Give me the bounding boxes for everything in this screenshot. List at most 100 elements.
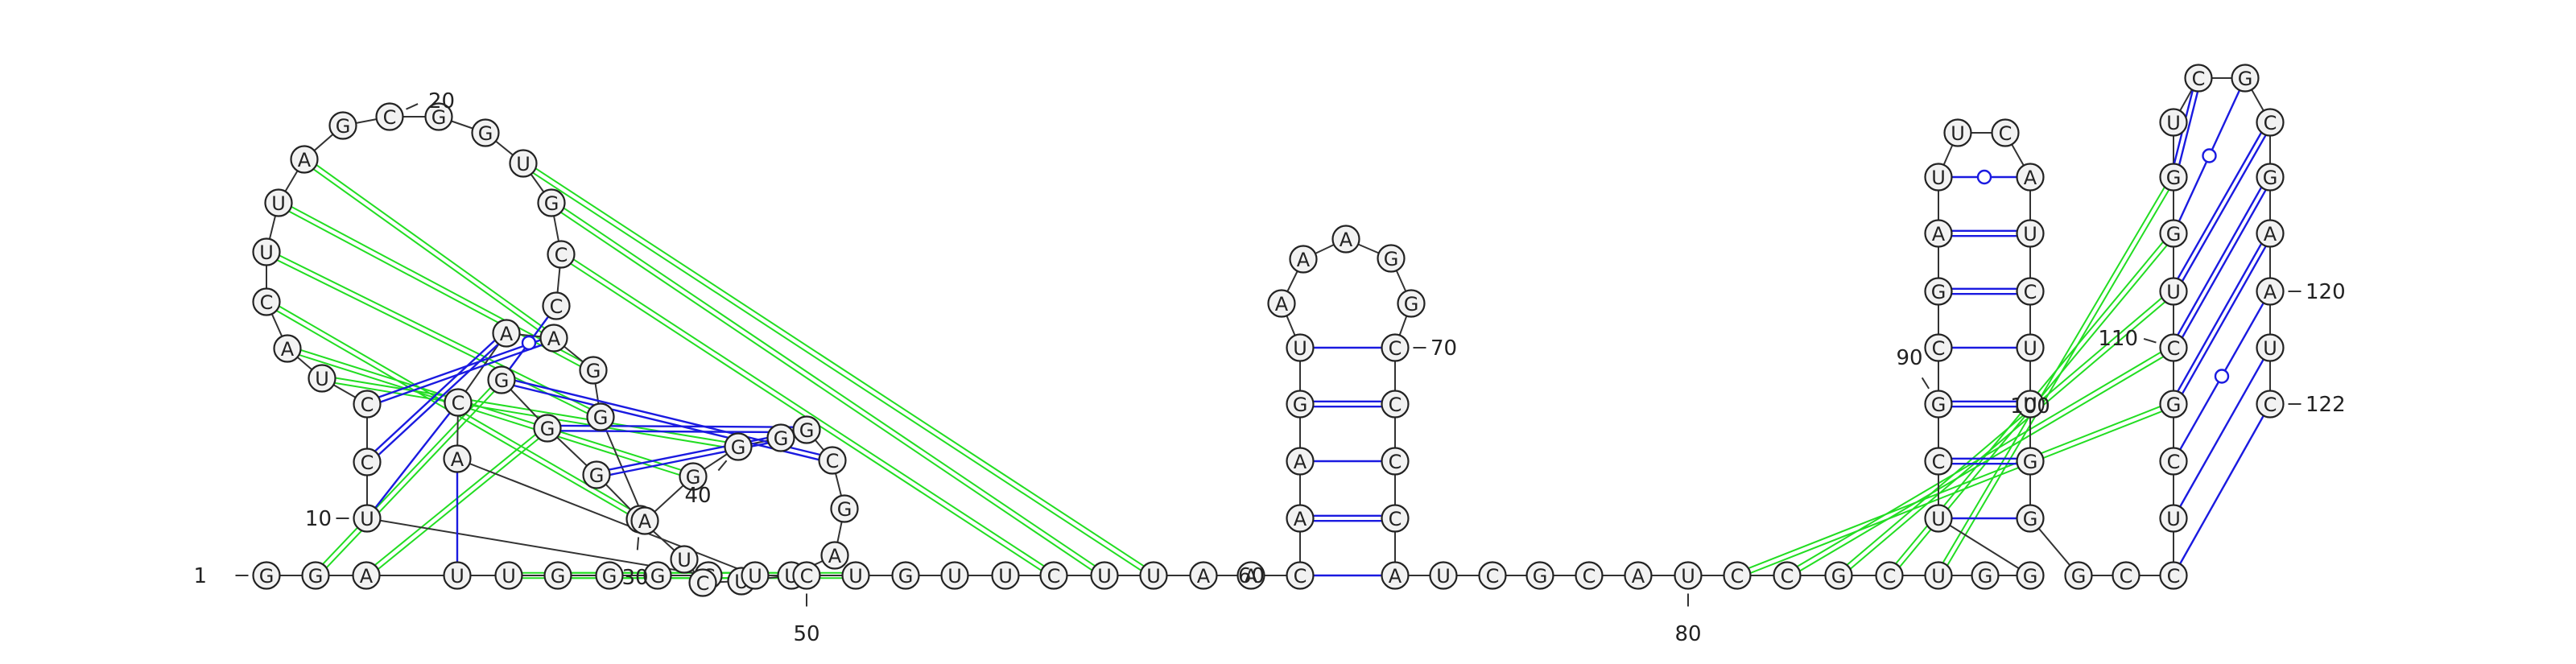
nucleotide: G (2159, 390, 2188, 419)
backbone-bond (600, 416, 646, 522)
nucleotide: C (353, 390, 382, 419)
nucleotide-letter: G (1293, 394, 1308, 416)
nucleotide-letter: C (361, 452, 374, 474)
nucleotide: C (792, 561, 821, 590)
position-label: 40 (684, 484, 711, 508)
gc-pair (560, 430, 794, 434)
nucleotide-letter: G (898, 565, 914, 588)
nucleotide: C (1381, 447, 1410, 476)
nucleotide-letter: U (1681, 565, 1695, 588)
nucleotide-letter: G (1533, 565, 1548, 588)
nucleotide-letter: G (602, 565, 617, 588)
position-label: 110 (2098, 327, 2138, 351)
nucleotide: C (1286, 561, 1315, 590)
nucleotide: U (991, 561, 1020, 590)
nucleotide: G (586, 402, 615, 431)
nucleotide: A (443, 444, 472, 473)
gc-pair (2177, 187, 2263, 336)
gc-pair (2178, 91, 2199, 166)
position-tick (717, 460, 728, 472)
nucleotide: G (724, 432, 753, 461)
position-label: 10 (305, 507, 332, 531)
nucleotide-letter: G (1404, 293, 1419, 316)
nucleotide: U (443, 561, 472, 590)
nucleotide: C (375, 102, 404, 131)
gc-pair (2181, 189, 2267, 338)
pseudoknot-link (1737, 406, 2175, 579)
nucleotide-letter: G (2166, 167, 2182, 189)
nucleotide: G (643, 561, 672, 590)
pseudoknot-link (1736, 401, 2174, 574)
nucleotide: G (891, 561, 920, 590)
nucleotide-letter: U (2023, 394, 2037, 416)
nucleotide: C (2159, 447, 2188, 476)
nucleotide: A (1289, 245, 1318, 274)
position-label: 122 (2306, 393, 2346, 417)
nucleotide: U (841, 561, 870, 590)
nucleotide-letter: G (478, 122, 493, 145)
backbone-bond (1938, 518, 2031, 576)
nucleotide: G (2159, 163, 2188, 192)
nucleotide: C (1924, 447, 1953, 476)
nucleotide-letter: G (650, 565, 666, 588)
nucleotide: C (1381, 333, 1410, 362)
nucleotide-letter: C (800, 565, 814, 588)
nucleotide: G (579, 356, 608, 385)
gc-pair (513, 384, 819, 461)
nucleotide: U (264, 188, 293, 217)
gu-pair-marker (521, 335, 537, 351)
nucleotide-letter: G (540, 418, 555, 440)
nucleotide: C (1924, 333, 1953, 362)
nucleotide: G (1286, 390, 1315, 419)
nucleotide: U (1286, 333, 1315, 362)
position-label: 80 (1674, 622, 1701, 646)
pseudoknot-link (1839, 292, 2176, 579)
nucleotide: A (1331, 225, 1360, 254)
nucleotide-letter: C (1932, 337, 1946, 360)
nucleotide-letter: C (260, 291, 274, 314)
gc-pair (2177, 132, 2263, 279)
nucleotide-letter: U (2023, 223, 2037, 245)
nucleotide: A (2016, 163, 2045, 192)
nucleotide-letter: U (2263, 337, 2277, 360)
nucleotides: GGAUUGGGCUCCUACUUAGCGGUGCCGGGCUCUUAGCGGG… (252, 64, 2285, 597)
nucleotide-letter: U (271, 192, 286, 215)
nucleotide-letter: A (1632, 565, 1645, 588)
nucleotide: A (1286, 447, 1315, 476)
nucleotide: G (2016, 504, 2045, 533)
backbone (266, 77, 2271, 584)
au-pair (2179, 414, 2264, 565)
nucleotide-letter: A (1197, 565, 1211, 588)
nucleotide-letter: C (452, 392, 465, 414)
nucleotide: G (487, 365, 516, 394)
nucleotide-letter: C (1389, 337, 1402, 360)
position-label: 70 (1430, 336, 1457, 361)
nucleotide: U (1924, 504, 1953, 533)
nucleotide: C (2256, 390, 2285, 419)
nucleotide: C (1575, 561, 1604, 590)
nucleotide: C (2159, 333, 2188, 362)
nucleotide-letter: U (2023, 337, 2037, 360)
position-label: 100 (2010, 394, 2050, 419)
nucleotide-letter: C (1486, 565, 1500, 588)
nucleotide: A (1189, 561, 1218, 590)
nucleotide: A (492, 319, 521, 348)
nucleotide: U (252, 237, 281, 266)
nucleotide-letter: A (451, 448, 464, 471)
pseudoknot-link (302, 160, 553, 341)
pseudoknot-link (312, 377, 501, 575)
nucleotide: U (1090, 561, 1119, 590)
nucleotide: G (2256, 163, 2285, 192)
nucleotide-letter: A (828, 545, 842, 567)
nucleotide-letter: A (1275, 293, 1289, 316)
nucleotide: U (940, 561, 969, 590)
nucleotide-letter: G (336, 115, 351, 138)
nucleotide: A (1624, 561, 1653, 590)
nucleotide: G (2159, 219, 2188, 248)
au-pair (374, 412, 451, 509)
pseudoknot-link (286, 350, 693, 480)
nucleotide-letter: U (315, 368, 329, 390)
nucleotide-letter: A (1294, 508, 1307, 530)
nucleotide: U (509, 149, 538, 178)
